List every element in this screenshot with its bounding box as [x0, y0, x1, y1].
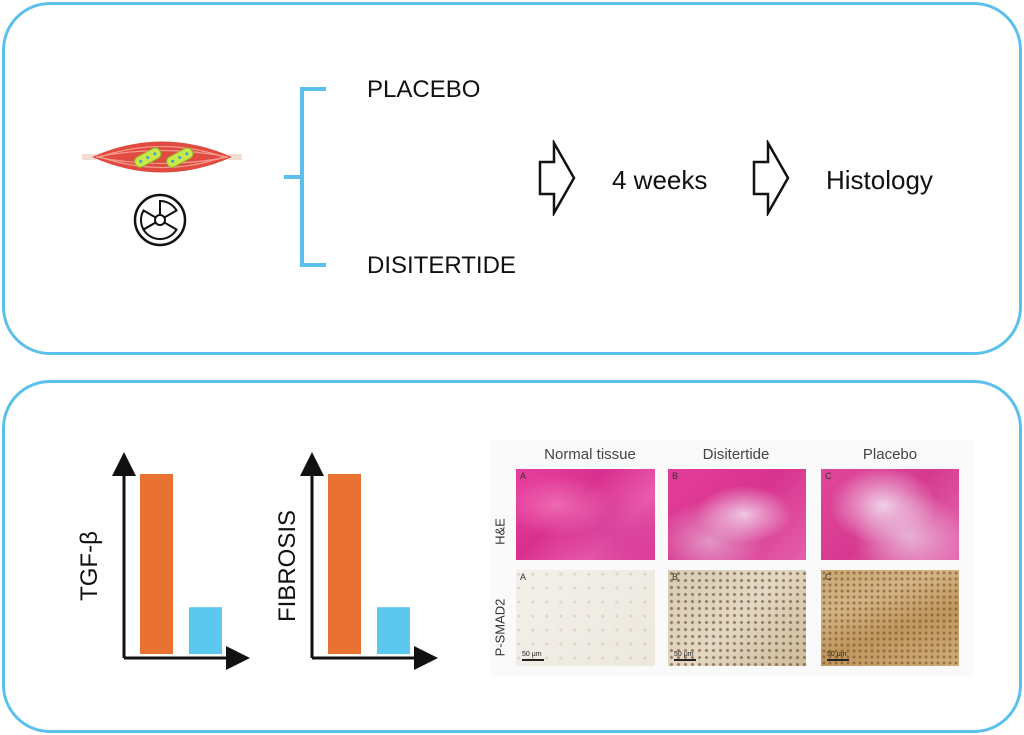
panel-letter: A — [520, 572, 527, 582]
scale-bar — [827, 659, 849, 661]
panel-letter: C — [825, 471, 832, 481]
tgf-beta-bar-chart — [112, 452, 250, 670]
tgf-beta-axis-label: TGF-β — [76, 531, 103, 601]
panel-letter: B — [672, 572, 679, 582]
bar-placebo — [140, 474, 173, 654]
outcome-label: Histology — [826, 165, 933, 195]
panel-letter: C — [825, 572, 832, 582]
bar-disitertide — [189, 607, 222, 654]
column-header-disitertide: Disitertide — [702, 446, 770, 463]
group-bracket — [284, 87, 326, 267]
psmad2-disitertide-tile: B 50 μm — [668, 570, 806, 666]
bar-disitertide — [377, 607, 410, 654]
row-header-he: H&E — [492, 518, 508, 545]
psmad2-normal-tile: A 50 μm — [516, 570, 655, 666]
radiation-icon — [133, 193, 187, 247]
scale-label: 50 μm — [522, 651, 542, 658]
arm-disitertide-label: DISITERTIDE — [367, 252, 516, 279]
scale-label: 50 μm — [674, 651, 694, 658]
row-header-psmad2: P-SMAD2 — [492, 598, 508, 657]
panel-letter: B — [672, 471, 679, 481]
scale-bar — [674, 659, 696, 661]
scale-label: 50 μm — [827, 651, 847, 658]
he-disitertide-tile: B — [668, 469, 806, 560]
panel-letter: A — [520, 471, 527, 481]
duration-label: 4 weeks — [612, 165, 708, 195]
column-header-normal: Normal tissue — [544, 446, 636, 463]
arm-placebo-label: PLACEBO — [367, 76, 481, 103]
fibrosis-bar-chart — [300, 452, 438, 670]
he-placebo-tile: C — [821, 469, 959, 560]
study-design-panel — [2, 2, 1022, 355]
fibrosis-axis-label: FIBROSIS — [274, 509, 301, 623]
column-header-placebo: Placebo — [862, 446, 918, 463]
scale-bar — [522, 659, 544, 661]
psmad2-placebo-tile: C 50 μm — [821, 570, 959, 666]
histology-figure: Normal tissue Disitertide Placebo H&E P-… — [490, 440, 974, 676]
arrow-right-icon — [538, 140, 576, 216]
he-normal-tile: A — [516, 469, 655, 560]
bar-placebo — [328, 474, 361, 654]
muscle-implant-icon — [82, 141, 242, 173]
arrow-right-icon — [752, 140, 790, 216]
